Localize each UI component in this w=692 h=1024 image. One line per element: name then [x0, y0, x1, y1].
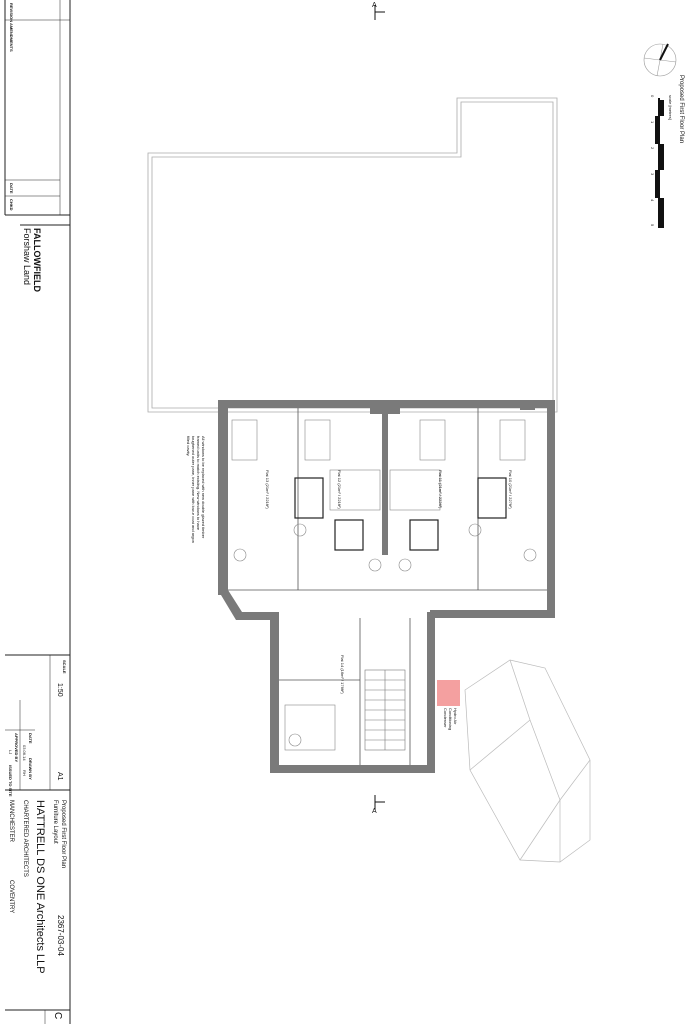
north-arrow-icon [643, 43, 677, 77]
scale-value: 1:50 [56, 683, 63, 697]
staircase [364, 669, 406, 751]
section-marker-top: A [372, 2, 377, 9]
scale-bar-label: scale [metres] [668, 95, 673, 120]
window-note: All windows to be replaced with new doub… [186, 436, 206, 543]
drawing-number: 2367-03-04 [56, 915, 65, 956]
scale-tick: 0 [650, 95, 655, 98]
drawn-by-value: RH [22, 770, 27, 776]
paper-size: A1 [56, 772, 63, 781]
building-walls [218, 400, 555, 773]
roof-outline [147, 97, 558, 413]
issued-to-site-label: ISSUED TO SITE [8, 765, 13, 797]
title-block-frame [4, 0, 71, 1024]
date-value: 03.06.14 [22, 745, 27, 761]
section-marker-bottom: A [372, 808, 377, 815]
scale-tick: 2 [650, 147, 655, 150]
flat-13-label: Flat 13 (21m² / 221ft²) [265, 470, 270, 509]
date-label: DATE [28, 733, 33, 744]
flat-11-label: Flat 11 (21m² / 222ft²) [438, 470, 443, 509]
date-header: DATE [9, 183, 14, 194]
approved-by-label: APPROVED BY [14, 733, 19, 763]
revision-header: REVISION [9, 3, 14, 23]
scale-tick: 3 [650, 173, 655, 176]
flat-10-label: Flat 10 (21m² / 227ft²) [508, 470, 513, 509]
drawing-subtitle: Furniture Layout [52, 800, 58, 844]
scale-tick: 5 [650, 224, 655, 227]
adjacent-hipped-roof [464, 659, 591, 863]
condenser-unit [437, 680, 460, 706]
section-line-markers [374, 5, 385, 810]
drawn-by-label: DRAWN BY [28, 758, 33, 780]
office-manchester: MANCHESTER [8, 800, 14, 843]
revision-letter: C [52, 1012, 63, 1020]
scale-tick: 4 [650, 199, 655, 202]
practice-name: HATTRELL DS ONE Architects LLP [34, 800, 46, 974]
approved-by-value: LJ [8, 750, 13, 755]
practice-tagline: CHARTERED ARCHITECTS [22, 800, 28, 877]
project-name: FALLOWFIELD [32, 228, 42, 292]
scale-tick: 1 [650, 121, 655, 124]
flat-12-label: Flat 12 (21m² / 221ft²) [337, 470, 342, 509]
project-site: Forshaw Land [22, 228, 32, 286]
furniture [231, 419, 537, 751]
checked-header: CHKD [9, 199, 14, 211]
plan-title: Proposed First Floor Plan [678, 75, 684, 144]
flat-14-label: Flat 14 (16m² / 176ft²) [340, 655, 345, 694]
amendments-header: AMENDMENTS [9, 23, 14, 52]
condenser-note: Hydro Air Conditioning Condenser [443, 708, 458, 731]
drawing-title: Proposed First Floor Plan [60, 800, 66, 869]
internal-partitions [228, 408, 547, 765]
office-coventry: COVENTRY [8, 880, 14, 914]
scale-label: SCALE [62, 660, 67, 674]
scale-bar [655, 98, 664, 228]
